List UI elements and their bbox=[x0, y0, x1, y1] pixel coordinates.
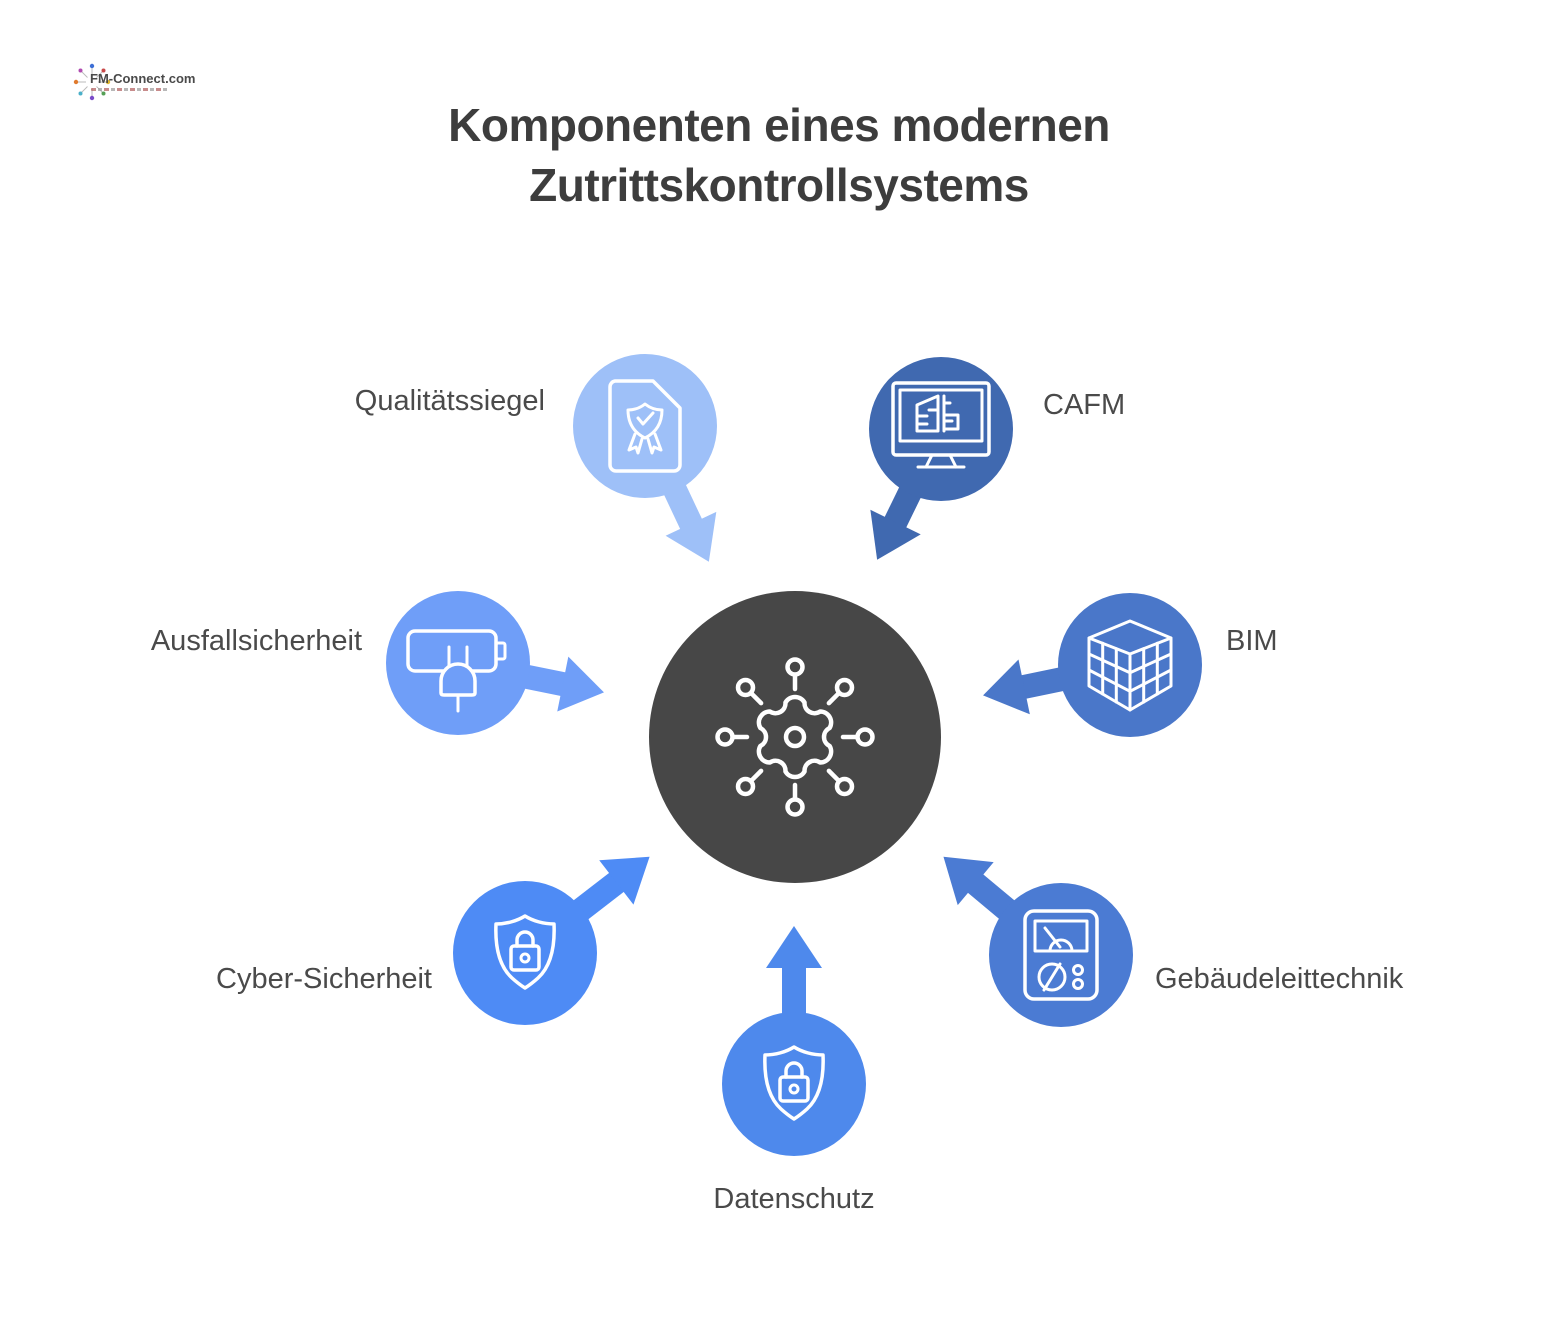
shield-lock-icon bbox=[763, 1045, 825, 1121]
node-circle bbox=[989, 883, 1133, 1027]
diagram-title: Komponenten eines modernen Zutrittskontr… bbox=[0, 96, 1558, 216]
node-cyber-sicherheit bbox=[450, 878, 600, 1028]
logo-text: FM-Connect.com bbox=[90, 71, 196, 86]
battery-plug-icon bbox=[406, 629, 507, 713]
node-label-gebaeudeleittechnik: Gebäudeleittechnik bbox=[1155, 963, 1404, 995]
node-label-ausfallsicherheit: Ausfallsicherheit bbox=[150, 625, 362, 657]
node-ausfallsicherheit bbox=[383, 588, 533, 738]
node-gebaeudeleittechnik bbox=[986, 880, 1136, 1030]
center-circle bbox=[649, 591, 941, 883]
node-label-bim: BIM bbox=[1226, 625, 1278, 657]
node-circle bbox=[573, 354, 717, 498]
certificate-seal-icon bbox=[608, 379, 682, 473]
node-label-qualitaetssiegel: Qualitätssiegel bbox=[354, 385, 545, 417]
node-circle bbox=[869, 357, 1013, 501]
center-hub bbox=[645, 587, 945, 887]
fm-connect-logo: FM-Connect.com bbox=[72, 62, 242, 106]
control-panel-gauge-icon bbox=[1023, 909, 1099, 1001]
node-cafm bbox=[866, 354, 1016, 504]
node-bim bbox=[1055, 590, 1205, 740]
node-qualitaetssiegel bbox=[570, 351, 720, 501]
node-label-datenschutz: Datenschutz bbox=[713, 1183, 875, 1215]
node-datenschutz bbox=[719, 1009, 869, 1159]
node-label-cafm: CAFM bbox=[1043, 389, 1126, 421]
hub-gear-network-icon bbox=[715, 657, 875, 817]
title-line-1: Komponenten eines modernen bbox=[448, 99, 1110, 151]
node-label-cyber-sicherheit: Cyber-Sicherheit bbox=[216, 963, 432, 995]
title-line-2: Zutrittskontrollsystems bbox=[529, 158, 1029, 211]
shield-lock-icon bbox=[494, 914, 556, 990]
wireframe-cube-icon bbox=[1087, 619, 1173, 712]
monitor-floorplan-icon bbox=[891, 381, 991, 469]
logo-tagline bbox=[91, 88, 169, 91]
